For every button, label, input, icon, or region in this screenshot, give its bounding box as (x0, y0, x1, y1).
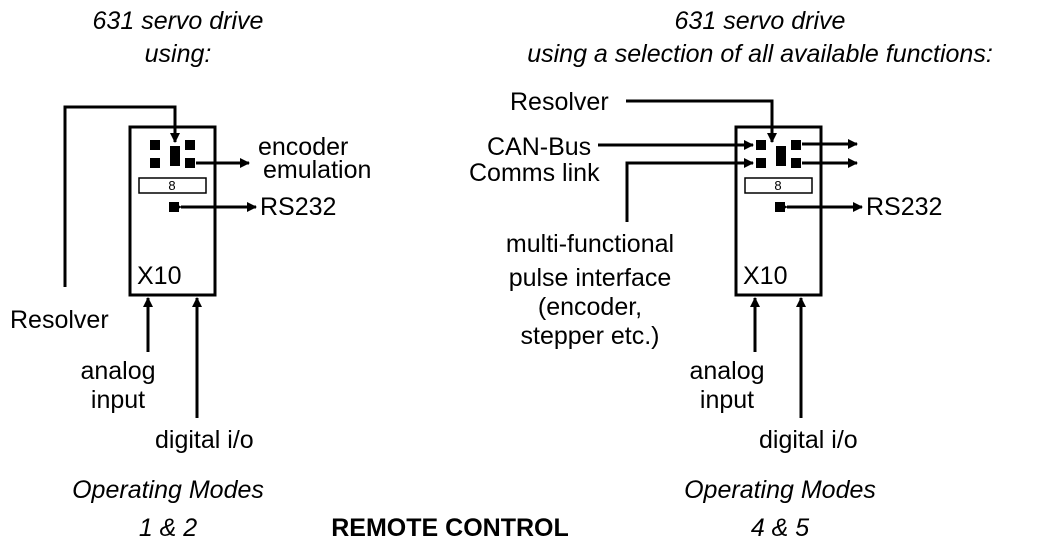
left-port-tl (150, 140, 160, 150)
right-port-tl (756, 140, 766, 150)
right-drive: 8 (598, 99, 863, 418)
right-canbus-label-1: CAN-Bus (487, 133, 592, 161)
right-display (744, 177, 813, 194)
right-canbus-label-2: Comms link (469, 159, 600, 187)
right-analog-label-1: analog (689, 357, 765, 385)
right-port-ml (756, 158, 766, 168)
right-multi-label-3: (encoder, (537, 293, 643, 321)
right-analog-label-2: input (699, 386, 755, 414)
left-display (138, 177, 207, 194)
left-resolver-line (63, 105, 180, 287)
right-rs232-port (775, 202, 785, 212)
right-x10-label: X10 (743, 262, 788, 290)
right-pulse-line (625, 158, 754, 222)
right-multi-label-4: stepper etc.) (520, 322, 660, 350)
left-port-ml (150, 158, 160, 168)
right-title-line2: using a selection of all available funct… (527, 40, 993, 68)
right-port-tr (791, 140, 801, 150)
right-title-line1: 631 servo drive (674, 7, 846, 35)
left-title-line2: using: (144, 40, 212, 68)
right-digital-label: digital i/o (759, 426, 858, 454)
left-port-mc (170, 146, 180, 166)
left-digital-label: digital i/o (155, 426, 254, 454)
right-display-text: 8 (774, 178, 781, 193)
left-port-tr (185, 140, 195, 150)
left-encoder-label-2: emulation (263, 156, 372, 184)
right-resolver-label: Resolver (510, 88, 609, 116)
left-modes-label: Operating Modes (72, 476, 264, 504)
left-drive: 8 (63, 105, 257, 418)
left-display-text: 8 (168, 178, 175, 193)
left-x10-label: X10 (137, 262, 182, 290)
right-port-mr (791, 158, 801, 168)
right-modes-value: 4 & 5 (750, 514, 810, 542)
left-rs232-label: RS232 (260, 193, 337, 221)
remote-control-title: REMOTE CONTROL (331, 514, 569, 542)
right-modes-label: Operating Modes (684, 476, 876, 504)
right-port-mc (776, 146, 786, 166)
left-encoder-label-1: encoder (258, 133, 349, 161)
left-resolver-label: Resolver (10, 306, 109, 334)
left-port-mr (185, 158, 195, 168)
left-analog-label-1: analog (80, 357, 156, 385)
right-resolver-line (626, 99, 777, 143)
right-multi-label-2: pulse interface (508, 264, 672, 292)
right-multi-label-1: multi-functional (505, 230, 675, 258)
right-rs232-label: RS232 (866, 193, 943, 221)
left-rs232-port (169, 202, 179, 212)
left-modes-value: 1 & 2 (138, 514, 198, 542)
left-analog-label-2: input (90, 386, 146, 414)
left-title-line1: 631 servo drive (92, 7, 264, 35)
